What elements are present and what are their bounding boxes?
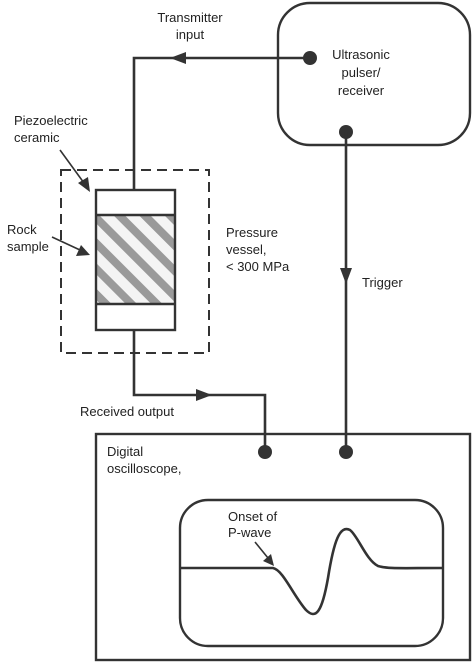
- sample-stack-outline: [94, 188, 177, 332]
- rock-label-line1: Rock: [7, 222, 37, 237]
- onset-label-line1: Onset of: [228, 509, 278, 524]
- trigger-label: Trigger: [362, 275, 403, 290]
- rock-sample-hatching: [97, 215, 174, 304]
- p-wave-trace: [180, 527, 444, 616]
- pulser-label-line2: pulser/: [341, 65, 380, 80]
- rock-pointer-arrowhead: [76, 245, 90, 256]
- pulser-receiver-box: [276, 1, 472, 147]
- pressure-vessel-label-line3: < 300 MPa: [226, 259, 290, 274]
- pressure-vessel-label-line2: vessel,: [226, 242, 266, 257]
- oscilloscope-label-line1: Digital: [107, 444, 143, 459]
- transmitter-input-wire: [132, 56, 310, 190]
- oscilloscope-trigger-terminal: [339, 445, 353, 459]
- piezo-label-line1: Piezoelectric: [14, 113, 88, 128]
- onset-pointer-arrowhead: [263, 554, 274, 566]
- piezo-label-line2: ceramic: [14, 130, 60, 145]
- rock-label-line2: sample: [7, 239, 49, 254]
- received-output-arrow: [196, 389, 212, 401]
- transmitter-input-arrow: [170, 52, 186, 64]
- pulser-label-line3: receiver: [338, 83, 385, 98]
- transmitter-input-label-line2: input: [176, 27, 205, 42]
- oscilloscope-screen: [178, 498, 445, 648]
- received-output-label: Received output: [80, 404, 174, 419]
- rock-pointer-line: [51, 236, 81, 251]
- onset-label-line2: P-wave: [228, 525, 271, 540]
- oscilloscope-received-terminal: [258, 445, 272, 459]
- oscilloscope-label-line2: oscilloscope,: [107, 461, 181, 476]
- piezo-pointer-arrowhead: [78, 177, 90, 192]
- onset-pointer-line: [254, 541, 269, 559]
- pulser-label-line1: Ultrasonic: [332, 47, 390, 62]
- piezo-pointer-line: [59, 149, 85, 184]
- oscilloscope-box: [94, 432, 472, 662]
- transmitter-input-label-line1: Transmitter: [157, 10, 223, 25]
- trigger-arrow: [340, 268, 352, 284]
- pressure-vessel-label-line1: Pressure: [226, 225, 278, 240]
